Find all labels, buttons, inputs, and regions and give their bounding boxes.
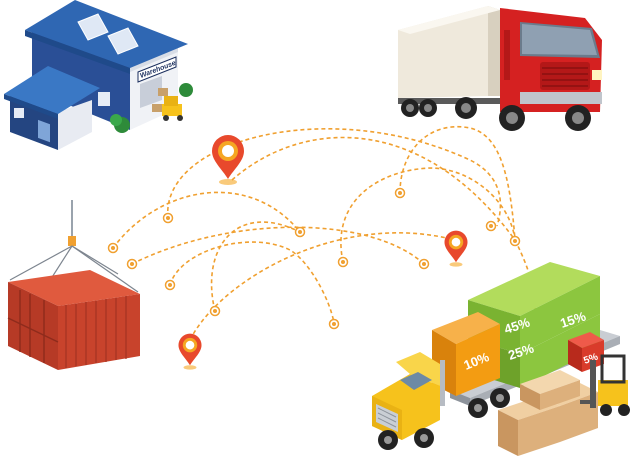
route-line (399, 125, 516, 241)
location-pin-icon (178, 333, 202, 370)
location-pin-icon (212, 135, 244, 185)
route-dot (418, 258, 430, 270)
route-line (112, 191, 301, 249)
route-line (189, 232, 456, 341)
forklift-icon (152, 96, 183, 121)
route-dot (394, 187, 406, 199)
route-line (169, 241, 335, 324)
route-line (231, 136, 516, 241)
forklift-icon (580, 354, 630, 416)
route-line (131, 226, 425, 265)
box-icon (520, 370, 580, 410)
location-pin-icon (444, 230, 468, 267)
route-network (112, 125, 536, 341)
box-icon (498, 396, 560, 456)
route-dot (209, 305, 221, 317)
route-dot (485, 220, 497, 232)
route-dot (337, 256, 349, 268)
route-line (340, 167, 516, 263)
shipping-container-icon (7, 200, 140, 370)
route-dot (162, 212, 174, 224)
cargo-truck-icon: 45% 15% 25% 10% 5% (372, 262, 620, 450)
semi-truck-icon (398, 6, 602, 131)
route-dot (107, 242, 119, 254)
route-line (167, 128, 502, 227)
route-dot (294, 226, 306, 238)
route-dot (126, 258, 138, 270)
route-dots (107, 187, 521, 330)
route-dot (509, 235, 521, 247)
route-line (210, 221, 301, 312)
box-icon (158, 88, 168, 96)
route-line (514, 239, 536, 311)
box-stack (498, 370, 598, 456)
warehouse-icon: Warehouse (4, 0, 193, 150)
route-dot (328, 318, 340, 330)
route-dot (164, 279, 176, 291)
